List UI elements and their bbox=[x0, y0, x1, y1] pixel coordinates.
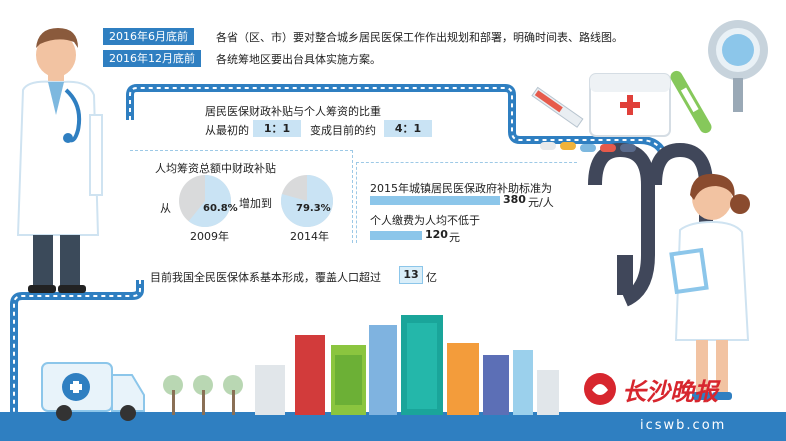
pie-2014-label: 79.3% bbox=[296, 203, 331, 214]
pills-icon bbox=[540, 142, 636, 152]
ratio-from-label: 从最初的 bbox=[205, 124, 249, 137]
coverage-value: 13 bbox=[399, 266, 423, 284]
standard-value1: 380 bbox=[503, 193, 526, 206]
standard-line1: 2015年城镇居民医保政府补助标准为 bbox=[370, 182, 552, 195]
ratio-to-label: 变成目前的约 bbox=[310, 124, 376, 137]
standard-value2: 120 bbox=[425, 228, 448, 241]
pie-2009-slice bbox=[188, 175, 231, 227]
medical-supplies bbox=[531, 70, 712, 152]
doctor-male-icon bbox=[16, 28, 103, 293]
ratio-from-value: 1：1 bbox=[253, 120, 301, 137]
standard-line2: 个人缴费为人均不低于 bbox=[370, 214, 480, 227]
timeline-date-2: 2016年12月底前 bbox=[103, 50, 201, 67]
pie-2014 bbox=[281, 175, 333, 227]
standard-unit2: 元 bbox=[449, 231, 460, 244]
ratio-title: 居民医保财政补贴与个人筹资的比重 bbox=[205, 105, 381, 118]
standard-frame bbox=[356, 162, 577, 243]
medical-kit-icon bbox=[589, 73, 671, 137]
brand-name: 长沙晚报 bbox=[622, 377, 718, 406]
timeline-text-1: 各省（区、市）要对整合城乡居民医保工作作出规划和部署，明确时间表、路线图。 bbox=[216, 31, 623, 44]
coverage-unit: 亿 bbox=[426, 271, 437, 284]
ratio-to-value: 4：1 bbox=[384, 120, 432, 137]
ambulance-icon bbox=[41, 362, 145, 421]
stethoscope-icon bbox=[708, 20, 768, 112]
subsidy-increase-word: 增加到 bbox=[239, 197, 272, 210]
subsidy-title: 人均筹资总额中财政补贴 bbox=[155, 162, 276, 175]
thermometer-icon bbox=[670, 70, 712, 134]
standard-bar-380 bbox=[370, 196, 500, 205]
pie-2009-label: 60.8% bbox=[203, 203, 238, 214]
doctor-female-icon bbox=[669, 173, 750, 400]
brand-url: icswb.com bbox=[640, 418, 727, 433]
standard-bar-120 bbox=[370, 231, 422, 240]
syringe-icon bbox=[531, 86, 584, 128]
newspaper-logo-icon bbox=[584, 373, 616, 405]
pie-2014-slice bbox=[281, 175, 333, 227]
timeline-text-2: 各统筹地区要出台具体实施方案。 bbox=[216, 53, 381, 66]
timeline-date-1: 2016年6月底前 bbox=[103, 28, 194, 45]
standard-unit1: 元/人 bbox=[528, 196, 554, 209]
coverage-text: 目前我国全民医保体系基本形成，覆盖人口超过 bbox=[150, 271, 381, 284]
subsidy-frame bbox=[130, 150, 353, 243]
city-skyline-icon bbox=[163, 315, 559, 415]
pie-2009 bbox=[179, 175, 231, 227]
subsidy-from-word: 从 bbox=[160, 202, 171, 215]
pie-2014-year: 2014年 bbox=[290, 230, 329, 243]
pie-2009-year: 2009年 bbox=[190, 230, 229, 243]
